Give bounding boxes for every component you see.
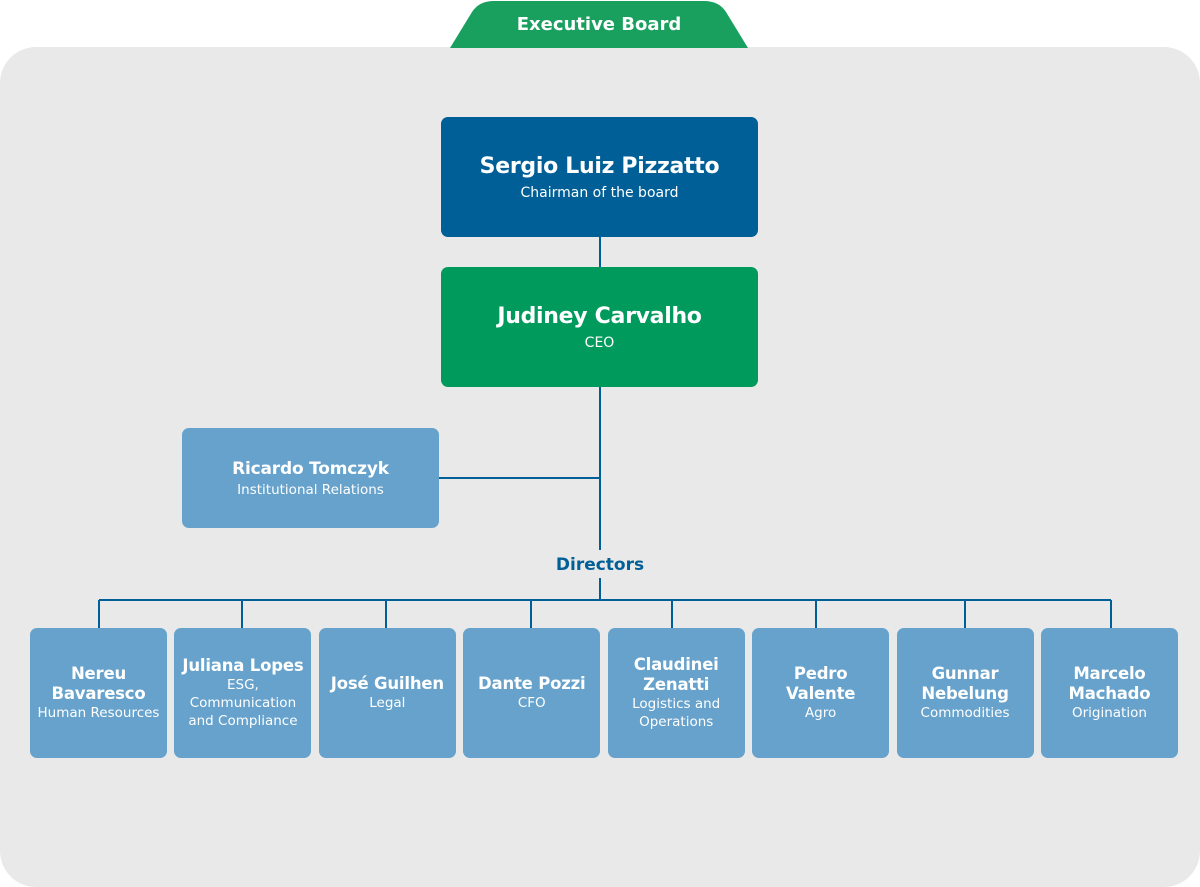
director-box: Claudinei Zenatti Logistics and Operatio… bbox=[607, 628, 745, 758]
director-role: Origination bbox=[1071, 705, 1147, 721]
director-box: Dante Pozzi CFO bbox=[463, 628, 601, 758]
advisor-name: Ricardo Tomczyk bbox=[232, 458, 389, 479]
director-role: CFO bbox=[517, 695, 546, 711]
director-name: Claudinei Zenatti bbox=[633, 655, 719, 694]
director-box: Nereu Bavaresco Human Resources bbox=[30, 628, 167, 758]
director-box: Juliana Lopes ESG, Communication and Com… bbox=[174, 628, 312, 758]
director-role: ESG, Communication and Compliance bbox=[188, 677, 298, 729]
director-role: Agro bbox=[804, 705, 837, 721]
director-box: José Guilhen Legal bbox=[318, 628, 456, 758]
tab-shape bbox=[450, 1, 748, 48]
tab-label: Executive Board bbox=[516, 13, 682, 35]
chairman-role: Chairman of the board bbox=[520, 184, 679, 201]
director-role: Logistics and Operations bbox=[632, 696, 721, 730]
director-name: Nereu Bavaresco bbox=[51, 664, 146, 703]
ceo-role: CEO bbox=[584, 334, 615, 351]
director-box: Marcelo Machado Origination bbox=[1040, 628, 1178, 758]
director-box: Gunnar Nebelung Commodities bbox=[896, 628, 1034, 758]
director-name: Juliana Lopes bbox=[182, 656, 304, 675]
executive-board-tab: Executive Board bbox=[450, 0, 748, 48]
director-name: Marcelo Machado bbox=[1068, 664, 1151, 703]
advisor-box: Ricardo Tomczyk Institutional Relations bbox=[182, 428, 439, 528]
advisor-role: Institutional Relations bbox=[237, 481, 384, 498]
chairman-name: Sergio Luiz Pizzatto bbox=[479, 153, 720, 179]
director-role: Legal bbox=[369, 695, 406, 711]
connector-lines bbox=[98, 237, 1112, 628]
directors-row: Nereu Bavaresco Human Resources Juliana … bbox=[30, 628, 1178, 758]
director-name: Dante Pozzi bbox=[478, 674, 586, 693]
ceo-name: Judiney Carvalho bbox=[497, 303, 702, 329]
director-name: Gunnar Nebelung bbox=[921, 664, 1009, 703]
director-role: Commodities bbox=[920, 705, 1010, 721]
director-name: Pedro Valente bbox=[785, 664, 856, 703]
directors-label: Directors bbox=[555, 555, 645, 575]
director-name: José Guilhen bbox=[330, 674, 444, 693]
ceo-box: Judiney Carvalho CEO bbox=[441, 267, 758, 387]
director-box: Pedro Valente Agro bbox=[752, 628, 890, 758]
director-role: Human Resources bbox=[37, 705, 160, 721]
chairman-box: Sergio Luiz Pizzatto Chairman of the boa… bbox=[441, 117, 758, 237]
